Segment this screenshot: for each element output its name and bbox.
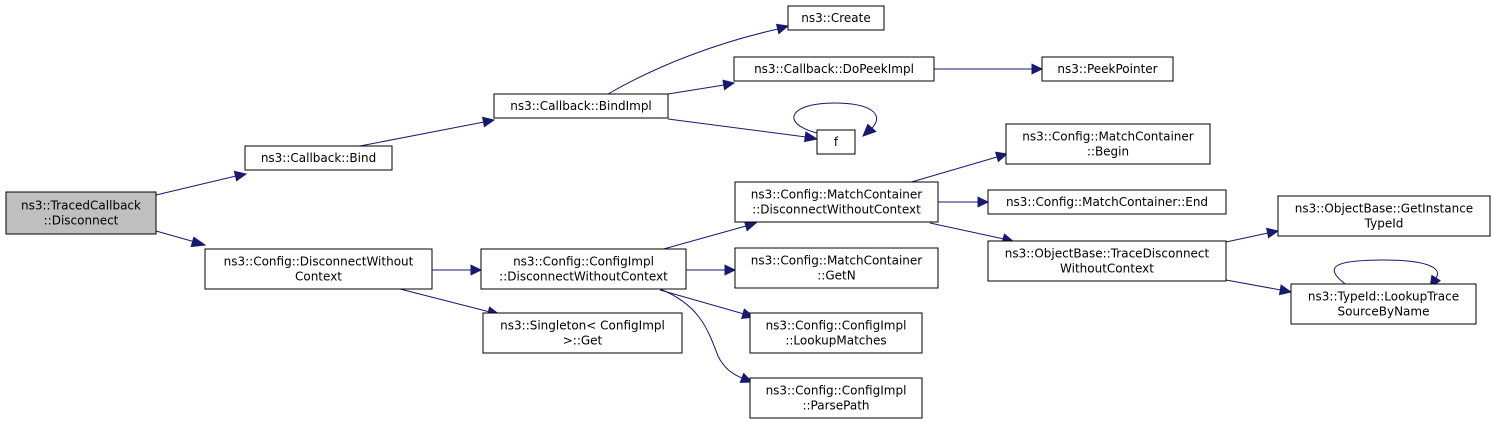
node-label-line: ns3::ObjectBase::TraceDisconnect (1005, 247, 1210, 261)
edge-mc-disconnect-to-begin (907, 151, 1009, 184)
node-config-disconnect-without-context[interactable]: ns3::Config::DisconnectWithoutContext (204, 248, 433, 290)
node-traced-callback-disconnect[interactable]: ns3::TracedCallback::Disconnect (5, 191, 157, 235)
node-box (1290, 283, 1477, 325)
node-label-line: >::Get (563, 334, 603, 348)
node-box (734, 247, 939, 289)
node-matchcontainer-begin[interactable]: ns3::Config::MatchContainer::Begin (1005, 123, 1211, 165)
edge-bind-to-bindimpl (359, 116, 496, 147)
edge-f-self (793, 102, 878, 137)
node-matchcontainer-getn[interactable]: ns3::Config::MatchContainer::GetN (734, 247, 939, 289)
edge-traced-to-bind (155, 170, 248, 196)
node-box (816, 129, 856, 155)
edge-config-disconnect-to-singleton (399, 288, 502, 317)
node-box (1041, 56, 1174, 82)
node-label-line: ::DisconnectWithoutContext (499, 270, 668, 284)
node-label-line: ::ParsePath (802, 399, 869, 413)
node-f[interactable]: f (816, 129, 856, 155)
node-box (204, 248, 433, 290)
node-box (749, 377, 923, 419)
node-label-line: f (834, 135, 839, 149)
node-label-line: ns3::PeekPointer (1057, 62, 1157, 76)
edge-tracedisconnect-to-getinstancetypeid (1225, 227, 1280, 243)
node-label-line: ::DisconnectWithoutContext (752, 203, 921, 217)
node-box (1277, 195, 1491, 237)
node-label-line: ns3::TypeId::LookupTrace (1308, 290, 1459, 304)
node-box (480, 248, 687, 290)
node-callback-bindimpl[interactable]: ns3::Callback::BindImpl (493, 93, 669, 119)
node-label-line: ns3::Callback::BindImpl (510, 99, 652, 113)
node-box (987, 189, 1227, 215)
node-label-line: ::Begin (1087, 145, 1129, 159)
edge-configimpl-to-parsepath (659, 288, 754, 383)
node-label-line: Context (295, 270, 342, 284)
node-box (734, 181, 939, 223)
node-box (244, 145, 393, 171)
node-label-line: ns3::Callback::Bind (261, 151, 376, 165)
node-label-line: ::Disconnect (44, 214, 119, 228)
node-matchcontainer-disconnect[interactable]: ns3::Config::MatchContainer::DisconnectW… (734, 181, 939, 223)
node-label-line: ns3::Config::MatchContainer::End (1006, 195, 1208, 209)
node-box (749, 312, 923, 354)
node-callback-bind[interactable]: ns3::Callback::Bind (244, 145, 393, 171)
node-box (493, 93, 669, 119)
edge-bindimpl-to-create (607, 23, 790, 95)
edges (155, 23, 1441, 383)
node-label-line: ns3::Config::ConfigImpl (513, 255, 654, 269)
edge-config-disconnect-to-configimpl (432, 264, 483, 276)
node-singleton-get[interactable]: ns3::Singleton< ConfigImpl>::Get (482, 312, 683, 354)
node-peekpointer[interactable]: ns3::PeekPointer (1041, 56, 1174, 82)
node-create[interactable]: ns3::Create (787, 5, 885, 31)
node-configimpl-lookupmatches[interactable]: ns3::Config::ConfigImpl::LookupMatches (749, 312, 923, 354)
node-box (733, 56, 935, 82)
edge-configimpl-to-getn (686, 264, 737, 276)
node-box (5, 191, 157, 235)
node-label-line: ns3::TracedCallback (21, 199, 141, 213)
node-label-line: ::LookupMatches (785, 334, 886, 348)
edge-mc-disconnect-to-end (938, 196, 990, 208)
edge-tracedisconnect-to-lookup (1225, 279, 1293, 296)
node-box (1005, 123, 1211, 165)
node-label-line: ns3::Singleton< ConfigImpl (500, 319, 665, 333)
edge-traced-to-config-disconnect (155, 230, 207, 248)
node-configimpl-parsepath[interactable]: ns3::Config::ConfigImpl::ParsePath (749, 377, 923, 419)
node-configimpl-disconnect-without-context[interactable]: ns3::Config::ConfigImpl::DisconnectWitho… (480, 248, 687, 290)
node-label-line: ns3::Callback::DoPeekImpl (754, 62, 914, 76)
node-label-line: ns3::Config::ConfigImpl (766, 319, 907, 333)
nodes: ns3::TracedCallback::Disconnect ns3::Cal… (5, 5, 1491, 419)
node-label-line: ::GetN (817, 269, 855, 283)
node-label-line: WithoutContext (1060, 262, 1154, 276)
edge-bindimpl-to-f (667, 118, 819, 143)
node-box (787, 5, 885, 31)
node-label-line: ns3::Config::MatchContainer (1022, 130, 1193, 144)
node-box (482, 312, 683, 354)
edge-dopeekimpl-to-peekpointer (934, 63, 1044, 75)
edge-configimpl-to-mc-disconnect (659, 220, 758, 251)
edge-bindimpl-to-dopeekimpl (667, 79, 736, 95)
node-objectbase-tracedisconnect[interactable]: ns3::ObjectBase::TraceDisconnectWithoutC… (987, 240, 1227, 282)
node-box (987, 240, 1227, 282)
node-label-line: ns3::ObjectBase::GetInstance (1295, 202, 1473, 216)
node-label-line: ns3::Config::MatchContainer (751, 254, 922, 268)
node-label-line: ns3::Config::DisconnectWithout (224, 255, 414, 269)
node-label-line: ns3::Config::MatchContainer (751, 188, 922, 202)
node-label-line: SourceByName (1338, 305, 1430, 319)
node-matchcontainer-end[interactable]: ns3::Config::MatchContainer::End (987, 189, 1227, 215)
node-dopeekimpl[interactable]: ns3::Callback::DoPeekImpl (733, 56, 935, 82)
node-label-line: ns3::Config::ConfigImpl (766, 384, 907, 398)
node-label-line: ns3::Create (801, 11, 870, 25)
edge-mc-disconnect-to-tracedisconnect (929, 222, 1016, 245)
node-label-line: TypeId (1364, 217, 1404, 231)
